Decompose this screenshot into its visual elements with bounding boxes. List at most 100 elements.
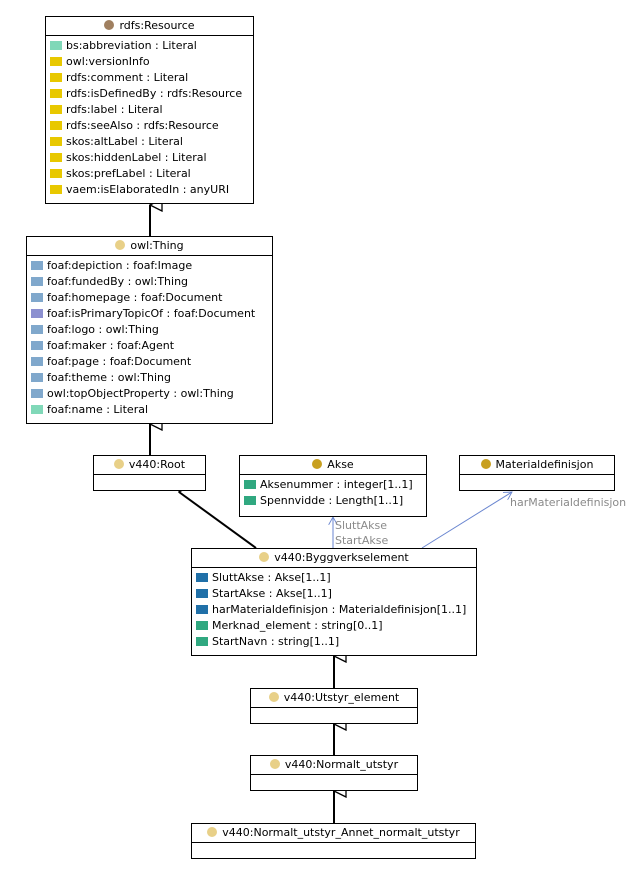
attribute-label: Merknad_element : string[0..1]: [212, 619, 383, 632]
attribute-label: rdfs:seeAlso : rdfs:Resource: [66, 119, 219, 132]
attribute-label: StartAkse : Akse[1..1]: [212, 587, 332, 600]
class-v440-root[interactable]: v440:Root: [93, 455, 206, 491]
attribute-label: foaf:name : Literal: [47, 403, 149, 416]
object-property-icon: [31, 309, 43, 318]
datatype-property-icon: [244, 480, 256, 489]
class-icon: [268, 692, 279, 702]
class-header: rdfs:Resource: [46, 17, 253, 36]
attribute-row: rdfs:label : Literal: [46, 102, 253, 118]
attribute-label: StartNavn : string[1..1]: [212, 635, 340, 648]
class-materialdefinisjon[interactable]: Materialdefinisjon: [459, 455, 615, 491]
attribute-label: foaf:isPrimaryTopicOf : foaf:Document: [47, 307, 256, 320]
class-header: v440:Normalt_utstyr_Annet_normalt_utstyr: [192, 824, 475, 843]
attribute-label: skos:altLabel : Literal: [66, 135, 183, 148]
class-title: v440:Byggverkselement: [274, 551, 409, 564]
annotation-property-icon: [50, 137, 62, 146]
object-property-icon: [196, 589, 208, 598]
attribute-label: rdfs:isDefinedBy : rdfs:Resource: [66, 87, 243, 100]
attribute-label: harMaterialdefinisjon : Materialdefinisj…: [212, 603, 467, 616]
annotation-property-icon: [50, 153, 62, 162]
class-v440-byggverkselement[interactable]: v440:Byggverkselement SluttAkse : Akse[1…: [191, 548, 477, 656]
attribute-row: owl:versionInfo: [46, 54, 253, 70]
attribute-label: bs:abbreviation : Literal: [66, 39, 197, 52]
attribute-label: Spennvidde : Length[1..1]: [260, 494, 404, 507]
class-header: v440:Byggverkselement: [192, 549, 476, 568]
attribute-row: bs:abbreviation : Literal: [46, 38, 253, 54]
object-property-icon: [196, 605, 208, 614]
class-icon: [113, 459, 124, 469]
annotation-property-icon: [50, 169, 62, 178]
class-header: v440:Utstyr_element: [251, 689, 417, 708]
datatype-property-icon: [196, 637, 208, 646]
attribute-row: Spennvidde : Length[1..1]: [240, 493, 426, 509]
attribute-row: foaf:isPrimaryTopicOf : foaf:Document: [27, 306, 272, 322]
attribute-label: foaf:logo : owl:Thing: [47, 323, 159, 336]
class-title: Materialdefinisjon: [495, 458, 594, 471]
attribute-label: SluttAkse : Akse[1..1]: [212, 571, 331, 584]
class-v440-utstyr-element[interactable]: v440:Utstyr_element: [250, 688, 418, 724]
attribute-row: foaf:page : foaf:Document: [27, 354, 272, 370]
class-icon: [259, 552, 270, 562]
attribute-row: rdfs:comment : Literal: [46, 70, 253, 86]
attribute-row: Aksenummer : integer[1..1]: [240, 477, 426, 493]
attribute-row: Merknad_element : string[0..1]: [192, 618, 476, 634]
attribute-row: vaem:isElaboratedIn : anyURI: [46, 182, 253, 198]
object-property-icon: [31, 357, 43, 366]
attribute-row: foaf:theme : owl:Thing: [27, 370, 272, 386]
attribute-row: owl:topObjectProperty : owl:Thing: [27, 386, 272, 402]
attribute-label: Aksenummer : integer[1..1]: [260, 478, 413, 491]
generalization-byggverkselement-to-root: [179, 492, 257, 549]
datatype-property-icon: [31, 405, 43, 414]
object-property-icon: [31, 341, 43, 350]
class-header: Materialdefinisjon: [460, 456, 614, 475]
datatype-property-icon: [50, 41, 62, 50]
class-header: v440:Root: [94, 456, 205, 475]
attribute-row: harMaterialdefinisjon : Materialdefinisj…: [192, 602, 476, 618]
class-v440-normalt-utstyr-annet-normalt-utstyr[interactable]: v440:Normalt_utstyr_Annet_normalt_utstyr: [191, 823, 476, 859]
association-label-start-akse: StartAkse: [335, 534, 389, 547]
attribute-label: foaf:depiction : foaf:Image: [47, 259, 193, 272]
attribute-label: foaf:theme : owl:Thing: [47, 371, 171, 384]
class-title: owl:Thing: [130, 239, 184, 252]
attribute-label: skos:hiddenLabel : Literal: [66, 151, 207, 164]
attribute-label: rdfs:label : Literal: [66, 103, 163, 116]
attribute-label: foaf:homepage : foaf:Document: [47, 291, 223, 304]
attribute-label: foaf:maker : foaf:Agent: [47, 339, 175, 352]
datatype-property-icon: [244, 496, 256, 505]
class-title: v440:Utstyr_element: [283, 691, 400, 704]
class-header: Akse: [240, 456, 426, 475]
attribute-row: foaf:depiction : foaf:Image: [27, 258, 272, 274]
annotation-property-icon: [50, 57, 62, 66]
object-property-icon: [31, 373, 43, 382]
datatype-property-icon: [196, 621, 208, 630]
attribute-row: SluttAkse : Akse[1..1]: [192, 570, 476, 586]
attribute-row: skos:prefLabel : Literal: [46, 166, 253, 182]
association-label-slutt-akse: SluttAkse: [335, 519, 388, 532]
object-property-icon: [31, 277, 43, 286]
class-owl-thing[interactable]: owl:Thing foaf:depiction : foaf:Image fo…: [26, 236, 273, 424]
class-title: v440:Root: [128, 458, 186, 471]
class-icon: [269, 759, 280, 769]
attribute-row: skos:altLabel : Literal: [46, 134, 253, 150]
class-rdfs-resource[interactable]: rdfs:Resource bs:abbreviation : Literal …: [45, 16, 254, 204]
attribute-label: vaem:isElaboratedIn : anyURI: [66, 183, 230, 196]
class-title: Akse: [327, 458, 354, 471]
class-icon: [207, 827, 218, 837]
annotation-property-icon: [50, 121, 62, 130]
class-header: v440:Normalt_utstyr: [251, 756, 417, 775]
attribute-label: owl:topObjectProperty : owl:Thing: [47, 387, 234, 400]
class-v440-normalt-utstyr[interactable]: v440:Normalt_utstyr: [250, 755, 418, 791]
attribute-row: rdfs:isDefinedBy : rdfs:Resource: [46, 86, 253, 102]
object-property-icon: [31, 389, 43, 398]
attribute-row: foaf:fundedBy : owl:Thing: [27, 274, 272, 290]
attribute-row: foaf:maker : foaf:Agent: [27, 338, 272, 354]
attribute-row: rdfs:seeAlso : rdfs:Resource: [46, 118, 253, 134]
attribute-label: owl:versionInfo: [66, 55, 150, 68]
class-title: v440:Normalt_utstyr: [284, 758, 399, 771]
object-property-icon: [31, 261, 43, 270]
object-property-icon: [196, 573, 208, 582]
class-akse[interactable]: Akse Aksenummer : integer[1..1] Spennvid…: [239, 455, 427, 517]
class-header: owl:Thing: [27, 237, 272, 256]
attribute-row: foaf:name : Literal: [27, 402, 272, 418]
